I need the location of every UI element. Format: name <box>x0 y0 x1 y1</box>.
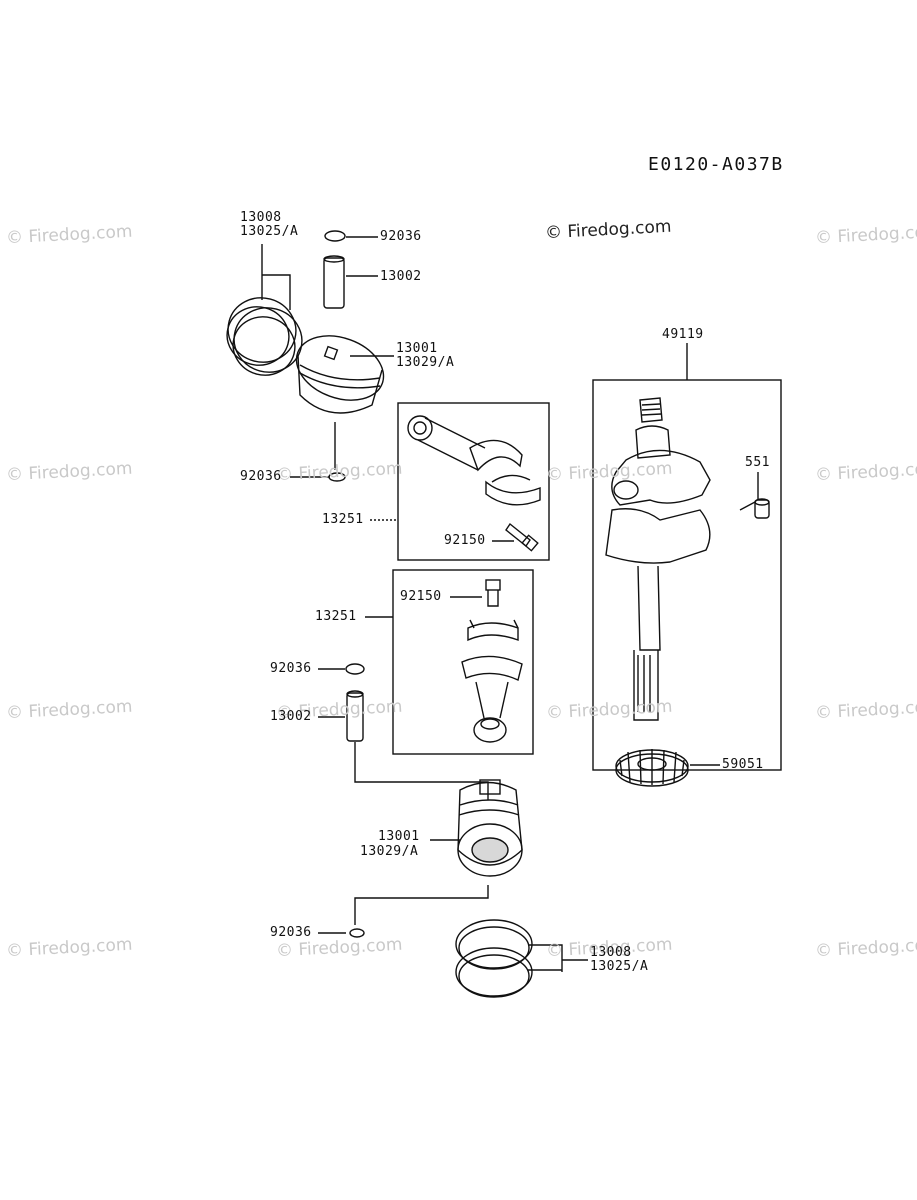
bottom-circlip <box>349 928 365 938</box>
top-circlip <box>324 230 346 242</box>
label-mid-piston-b: 13029/A <box>360 844 419 859</box>
label-top-piston-b: 13029/A <box>396 355 455 370</box>
label-rod-upper-assy: 13251 <box>322 512 364 527</box>
diagram-code: E0120-A037B <box>648 154 784 175</box>
label-mid-pin: 13002 <box>270 709 312 724</box>
label-top-clip: 92036 <box>380 229 422 244</box>
crankshaft-gear <box>615 749 689 787</box>
upper-connecting-rod <box>407 415 541 506</box>
top-piston-rings <box>226 297 303 376</box>
label-top-pin: 13002 <box>380 269 422 284</box>
label-top-clip-lower: 92036 <box>240 469 282 484</box>
label-rod-upper-bolt: 92150 <box>444 533 486 548</box>
leader-mid-pin-to-piston <box>354 742 489 800</box>
crankshaft <box>605 397 711 721</box>
leader-top-rings <box>261 244 291 310</box>
label-bottom-clip: 92036 <box>270 925 312 940</box>
lower-rod-bolt <box>485 579 501 607</box>
label-top-ring-set-a: 13008 <box>240 210 282 225</box>
leader-bottom-rings <box>528 944 588 972</box>
woodruff-key <box>754 498 770 519</box>
top-piston <box>295 335 385 414</box>
leader-key <box>739 472 759 511</box>
mid-circlip <box>345 663 365 675</box>
label-gear: 59051 <box>722 757 764 772</box>
top-circlip-lower <box>328 472 346 482</box>
label-crankshaft: 49119 <box>662 327 704 342</box>
label-top-piston-a: 13001 <box>396 341 438 356</box>
lower-rod-group-box <box>392 569 534 755</box>
mid-piston-pin <box>346 690 364 742</box>
top-piston-pin <box>323 255 345 309</box>
lower-connecting-rod <box>461 619 523 743</box>
label-rod-lower-assy: 13251 <box>315 609 357 624</box>
label-bottom-ring-set-b: 13025/A <box>590 959 649 974</box>
mid-piston <box>457 779 523 877</box>
upper-rod-group-box <box>397 402 550 561</box>
leader-mid-piston-to-clip <box>354 885 489 925</box>
label-key: 551 <box>745 455 770 470</box>
label-bottom-ring-set-a: 13008 <box>590 945 632 960</box>
label-mid-piston-a: 13001 <box>378 829 420 844</box>
label-mid-clip: 92036 <box>270 661 312 676</box>
label-rod-lower-bolt: 92150 <box>400 589 442 604</box>
bottom-piston-rings <box>455 919 533 998</box>
upper-rod-bolt <box>505 522 539 552</box>
label-top-ring-set-b: 13025/A <box>240 224 299 239</box>
